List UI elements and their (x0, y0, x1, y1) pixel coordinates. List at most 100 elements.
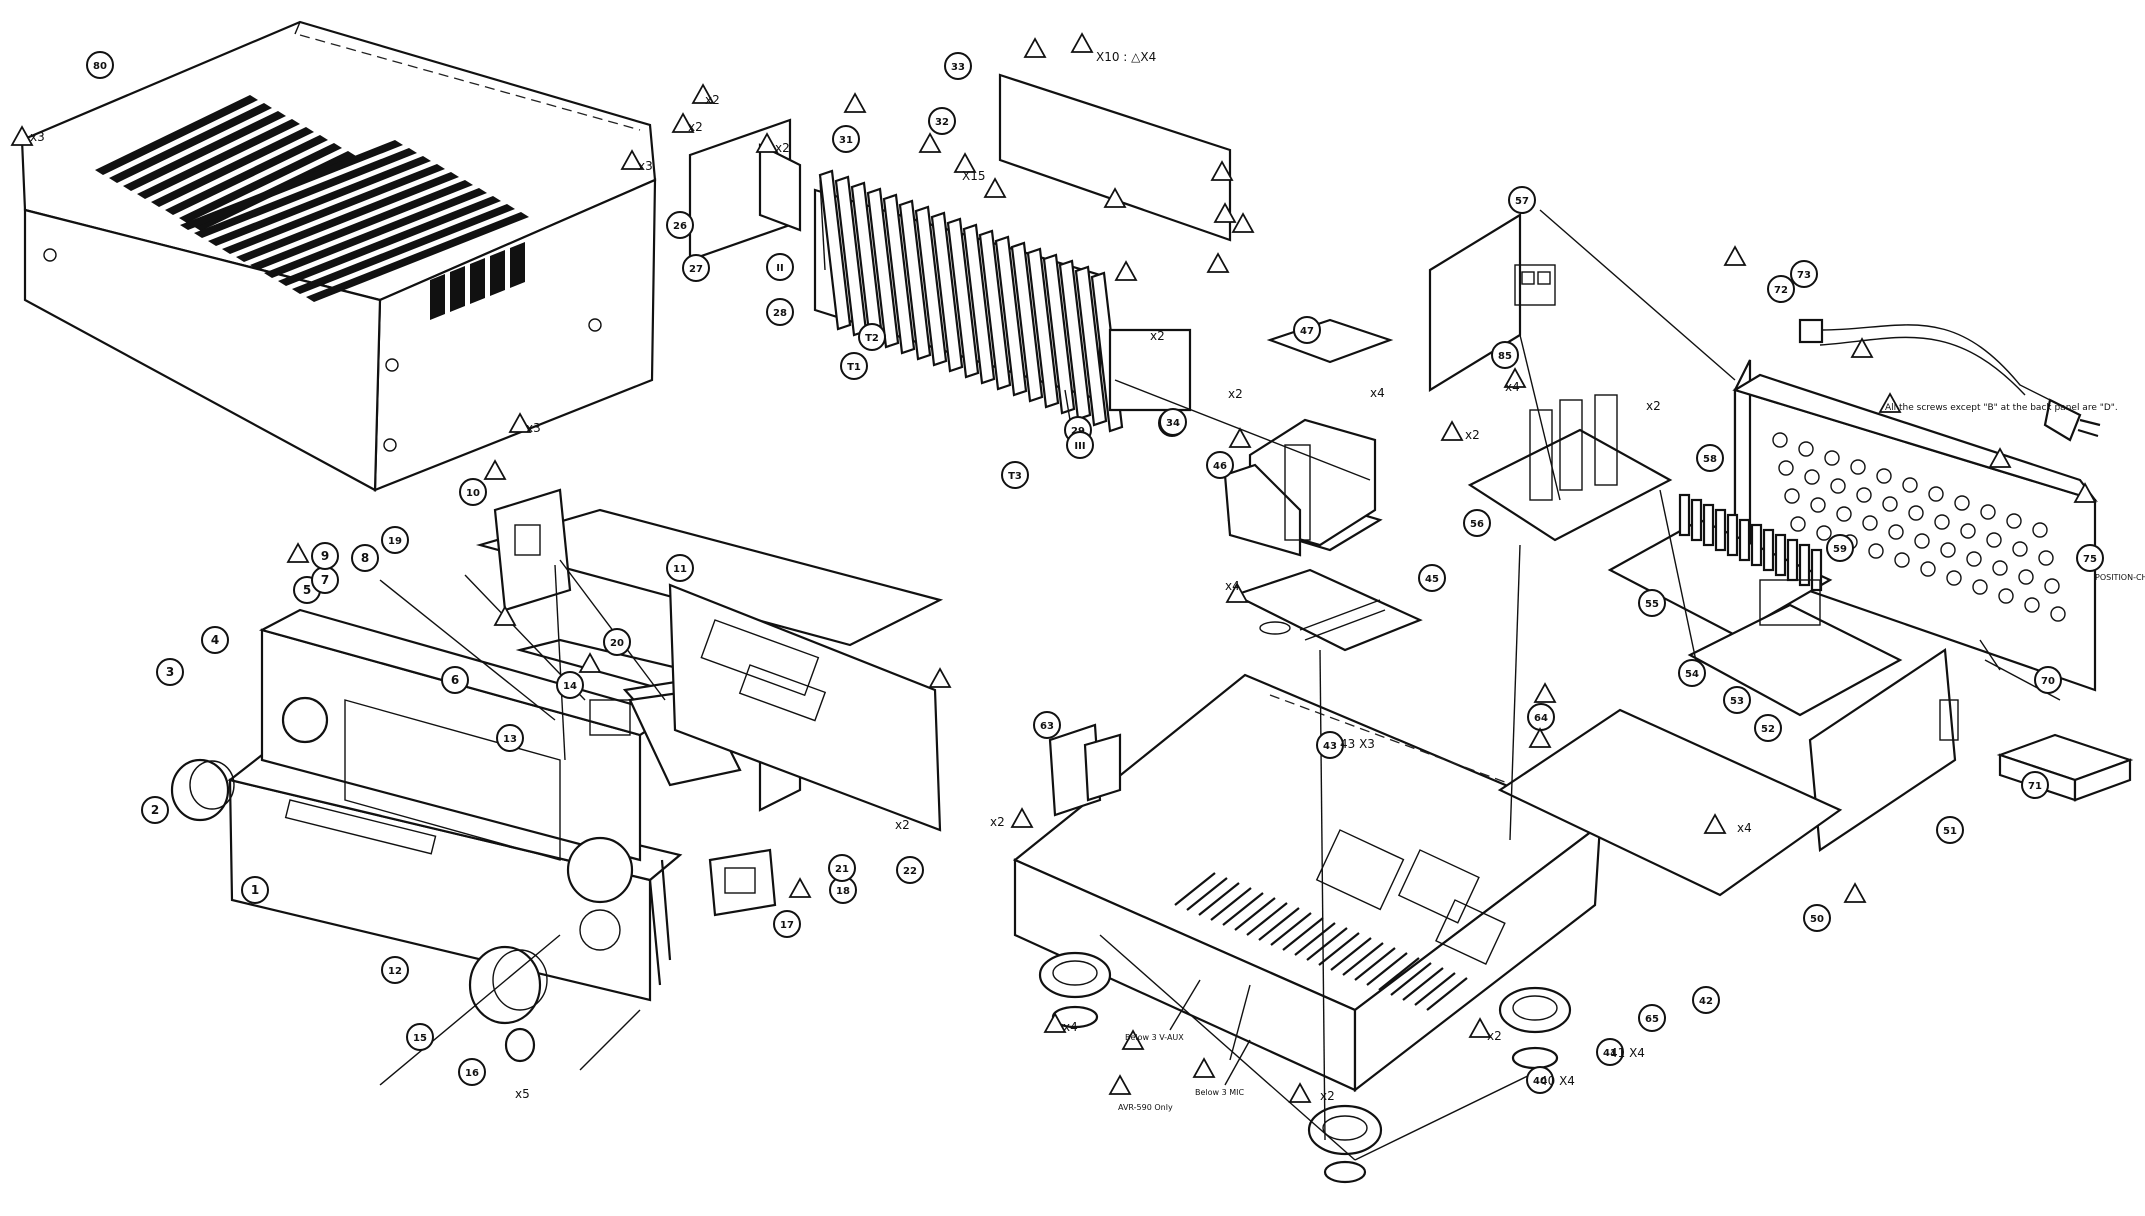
note-x4-e: x4 (1505, 380, 1520, 394)
power-cord (1798, 318, 2101, 442)
callout-58: 58 (1696, 444, 1724, 472)
svg-text:22: 22 (903, 866, 917, 877)
svg-text:50: 50 (1810, 914, 1824, 925)
callout-12: 12 (381, 956, 409, 984)
pcb-53 (1687, 579, 1903, 717)
note-41x4: 41 X4 (1610, 1046, 1645, 1060)
callout-21: 21 (828, 854, 856, 882)
warning-triangle-icon (1023, 37, 1047, 58)
warning-triangle-icon (1103, 187, 1127, 208)
callout-31: 31 (832, 125, 860, 153)
svg-text:8: 8 (361, 551, 369, 565)
callout-ii: II (766, 253, 794, 281)
callout-13: 13 (496, 724, 524, 752)
callout-7: 7 (311, 566, 339, 594)
svg-text:33: 33 (951, 62, 965, 73)
note-x2-e: x2 (1228, 387, 1243, 401)
note-only: AVR-590 Only (1118, 1103, 1173, 1112)
callout-26: 26 (666, 211, 694, 239)
svg-text:4: 4 (211, 633, 219, 647)
warning-triangle-icon (1723, 245, 1747, 266)
note-x4-b: x4 (1737, 821, 1752, 835)
warning-triangle-icon (1703, 813, 1727, 834)
warning-triangle-icon (1213, 202, 1237, 223)
leader-lines (379, 179, 2061, 1161)
callout-32: 32 (928, 107, 956, 135)
part-17 (708, 848, 777, 917)
bracket-10 (493, 488, 572, 612)
warning-triangle-icon (1988, 447, 2012, 468)
callout-14: 14 (556, 671, 584, 699)
note-x3-a: x3 (30, 130, 45, 144)
callout-4: 4 (201, 626, 229, 654)
cover-vents (95, 95, 529, 320)
note-x4-a: x4 (1370, 386, 1385, 400)
callout-73: 73 (1790, 260, 1818, 288)
svg-text:26: 26 (673, 221, 687, 232)
svg-text:6: 6 (451, 673, 459, 687)
warning-triangle-icon (691, 83, 715, 104)
annotations: X10 : △X4 X15 43 X3 41 X4 40 X4 All the … (30, 50, 2145, 1112)
warning-triangle-icon (620, 149, 644, 170)
svg-text:59: 59 (1833, 544, 1847, 555)
svg-text:28: 28 (773, 308, 787, 319)
warning-triangle-icon (1121, 1029, 1145, 1050)
note-x4-d: x4 (1225, 579, 1240, 593)
warning-triangles (10, 32, 2097, 1103)
note-x2-b: x2 (688, 120, 703, 134)
warning-triangle-icon (1468, 1017, 1492, 1038)
callout-11: 11 (666, 554, 694, 582)
svg-text:11: 11 (673, 564, 687, 575)
svg-text:19: 19 (388, 536, 402, 547)
svg-text:16: 16 (465, 1068, 479, 1079)
feet (1038, 951, 1572, 1184)
note-x2-d: x2 (1150, 329, 1165, 343)
callout-33: 33 (944, 52, 972, 80)
callout-t3: T3 (1001, 461, 1029, 489)
callout-34: 34 (1159, 408, 1187, 436)
svg-text:T1: T1 (847, 362, 861, 373)
warning-triangle-icon (671, 112, 695, 133)
svg-text:53: 53 (1730, 696, 1744, 707)
callout-63: 63 (1033, 711, 1061, 739)
svg-text:7: 7 (321, 573, 329, 587)
warning-triangle-icon (286, 542, 310, 563)
warning-triangle-icon (578, 652, 602, 673)
svg-text:2: 2 (151, 803, 159, 817)
svg-text:73: 73 (1797, 270, 1811, 281)
warning-triangle-icon (1228, 427, 1252, 448)
warning-triangle-icon (1108, 1074, 1132, 1095)
callout-80: 80 (86, 51, 114, 79)
svg-text:13: 13 (503, 734, 517, 745)
svg-text:51: 51 (1943, 826, 1957, 837)
callout-43: 43 (1316, 731, 1344, 759)
note-x2-i: x2 (895, 818, 910, 832)
callout-71: 71 (2021, 771, 2049, 799)
warning-triangle-icon (1440, 420, 1464, 441)
warning-triangle-icon (1206, 252, 1230, 273)
warning-triangle-icon (10, 125, 34, 146)
heatsink-assembly (688, 73, 1232, 433)
callout-1: 1 (241, 876, 269, 904)
warning-triangle-icon (1878, 392, 1902, 413)
svg-text:21: 21 (835, 864, 849, 875)
callout-52: 52 (1754, 714, 1782, 742)
warning-triangle-icon (1503, 367, 1527, 388)
note-x2-k: x2 (1320, 1089, 1335, 1103)
warning-triangle-icon (1192, 1057, 1216, 1078)
svg-text:85: 85 (1498, 351, 1512, 362)
note-x15: X15 (962, 169, 986, 183)
note-screws: All the screws except "B" at the back pa… (1885, 403, 2118, 413)
note-x3-b: x3 (638, 159, 653, 173)
svg-text:18: 18 (836, 886, 850, 897)
callout-45: 45 (1418, 564, 1446, 592)
warning-triangle-icon (983, 177, 1007, 198)
svg-text:5: 5 (303, 583, 311, 597)
callout-56: 56 (1463, 509, 1491, 537)
warning-triangle-icon (1210, 160, 1234, 181)
svg-text:10: 10 (466, 488, 480, 499)
callout-9: 9 (311, 542, 339, 570)
display-board (668, 583, 942, 832)
svg-text:71: 71 (2028, 781, 2042, 792)
warning-triangle-icon (918, 132, 942, 153)
